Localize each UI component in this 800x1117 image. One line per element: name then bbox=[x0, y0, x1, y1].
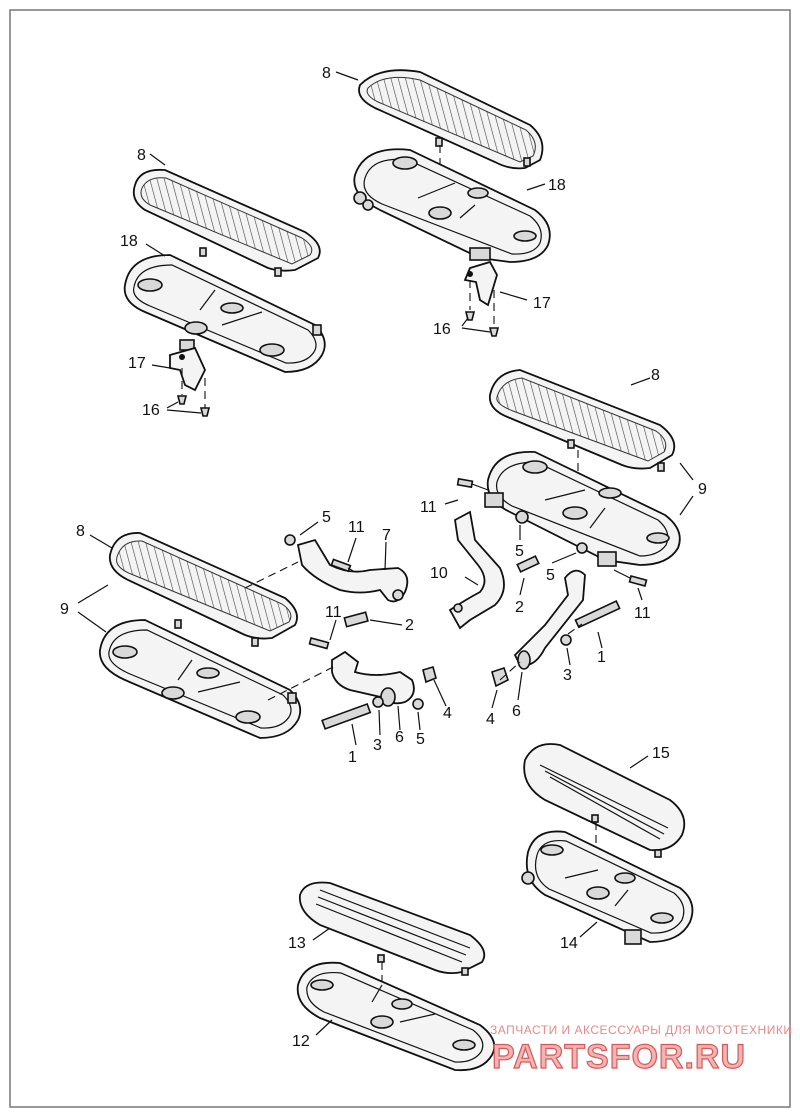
watermark: ЗАПЧАСТИ И АКСЕССУАРЫ ДЛЯ МОТОТЕХНИКИ PA… bbox=[490, 1023, 792, 1077]
callout-14: 14 bbox=[560, 935, 578, 952]
floorboard-9-middle-left bbox=[99, 619, 302, 739]
callout-5-middle-left-lower: 5 bbox=[416, 731, 425, 748]
bracket-17-top-left bbox=[169, 346, 206, 392]
frame-border bbox=[9, 9, 791, 1108]
callout-16-top-left: 16 bbox=[142, 402, 160, 419]
callout-9-middle-left: 9 bbox=[60, 601, 69, 618]
floorboard-pad-8-top-right bbox=[358, 69, 544, 170]
bolt-2-right bbox=[516, 555, 540, 573]
callout-8-top-right: 8 bbox=[322, 65, 331, 82]
assembly-bottom-center bbox=[296, 881, 496, 1072]
callout-7: 7 bbox=[382, 527, 391, 544]
callout-2-middle-left: 2 bbox=[405, 617, 414, 634]
washer-3-left bbox=[372, 696, 384, 708]
callout-9-middle-right: 9 bbox=[698, 481, 707, 498]
callout-5-middle-left-upper: 5 bbox=[322, 509, 331, 526]
callout-3-middle-left: 3 bbox=[373, 737, 382, 754]
callout-6-middle-right: 6 bbox=[512, 703, 521, 720]
floorboard-18-top-left bbox=[123, 254, 326, 373]
screw-16-top-right bbox=[464, 311, 500, 337]
callout-11-middle-right-lower: 11 bbox=[634, 605, 651, 622]
bolt-11-right-upper bbox=[456, 477, 489, 491]
bracket-17-top-right bbox=[463, 260, 498, 307]
floorboard-pad-15 bbox=[523, 743, 686, 858]
callout-6-middle-left: 6 bbox=[395, 729, 404, 746]
floorboard-14 bbox=[521, 830, 694, 945]
nut-5-left-lower bbox=[412, 698, 424, 710]
assembly-middle-left bbox=[77, 521, 447, 746]
floorboard-18-top-right bbox=[353, 148, 551, 263]
bolt-1-left bbox=[321, 703, 372, 730]
watermark-tagline: ЗАПЧАСТИ И АКСЕССУАРЫ ДЛЯ МОТОТЕХНИКИ bbox=[490, 1023, 792, 1037]
assembly-bottom-right bbox=[521, 743, 694, 945]
pivot-arm-6-left bbox=[331, 650, 415, 705]
callout-4-middle-right: 4 bbox=[486, 711, 495, 728]
floorboard-12 bbox=[296, 961, 496, 1072]
callout-15: 15 bbox=[652, 745, 670, 762]
floorboard-pad-8-top-left bbox=[132, 168, 321, 277]
callout-8-middle-left: 8 bbox=[76, 523, 85, 540]
callout-5-middle-right-upper: 5 bbox=[515, 543, 524, 560]
nut-5-left-upper bbox=[284, 534, 296, 546]
callout-17-top-right: 17 bbox=[533, 295, 551, 312]
nut-5-right-mid bbox=[576, 542, 588, 554]
screw-16-top-left bbox=[176, 395, 211, 417]
callout-3-middle-right: 3 bbox=[563, 667, 572, 684]
bolt-11-right-lower bbox=[613, 569, 648, 587]
callout-5-middle-right-mid: 5 bbox=[546, 567, 555, 584]
callout-11-middle-left-lower: 11 bbox=[325, 604, 342, 621]
callout-10: 10 bbox=[430, 565, 448, 582]
floorboard-pad-8-middle-left bbox=[108, 532, 298, 647]
callout-11-middle-left-upper: 11 bbox=[348, 519, 365, 536]
callout-2-middle-right: 2 bbox=[515, 599, 524, 616]
callout-18-top-right: 18 bbox=[548, 177, 566, 194]
callout-17-top-left: 17 bbox=[128, 355, 146, 372]
floorboard-pad-13 bbox=[298, 881, 486, 976]
callout-12: 12 bbox=[292, 1033, 310, 1050]
callout-labels: 8 18 17 16 8 18 17 16 8 9 11 5 10 2 5 11… bbox=[60, 65, 707, 1050]
nut-4-right bbox=[491, 666, 509, 688]
nut-5-right-upper bbox=[515, 510, 529, 524]
washer-3-right bbox=[560, 634, 572, 646]
callout-13: 13 bbox=[288, 935, 306, 952]
bolt-1-right bbox=[574, 600, 621, 629]
bolt-11-left-lower bbox=[308, 637, 330, 650]
callout-18-top-left: 18 bbox=[120, 233, 138, 250]
watermark-brand: PARTSFOR.RU bbox=[492, 1038, 746, 1076]
callout-8-top-left: 8 bbox=[137, 147, 146, 164]
pivot-arm-6-right bbox=[513, 569, 586, 667]
callout-11-middle-right-upper: 11 bbox=[420, 499, 437, 516]
callout-1-middle-right: 1 bbox=[597, 649, 606, 666]
assembly-top-right bbox=[335, 69, 551, 337]
nut-4-left bbox=[422, 665, 437, 684]
assembly-middle-right bbox=[444, 369, 694, 709]
floorboard-9-middle-right bbox=[484, 451, 681, 567]
callout-8-middle-right: 8 bbox=[651, 367, 660, 384]
callout-16-top-right: 16 bbox=[433, 321, 451, 338]
assembly-top-left bbox=[123, 153, 326, 417]
callout-4-middle-left: 4 bbox=[443, 705, 452, 722]
floorboard-pad-8-middle-right bbox=[488, 369, 676, 472]
bolt-2-left bbox=[343, 611, 369, 628]
callout-1-middle-left: 1 bbox=[348, 749, 357, 766]
